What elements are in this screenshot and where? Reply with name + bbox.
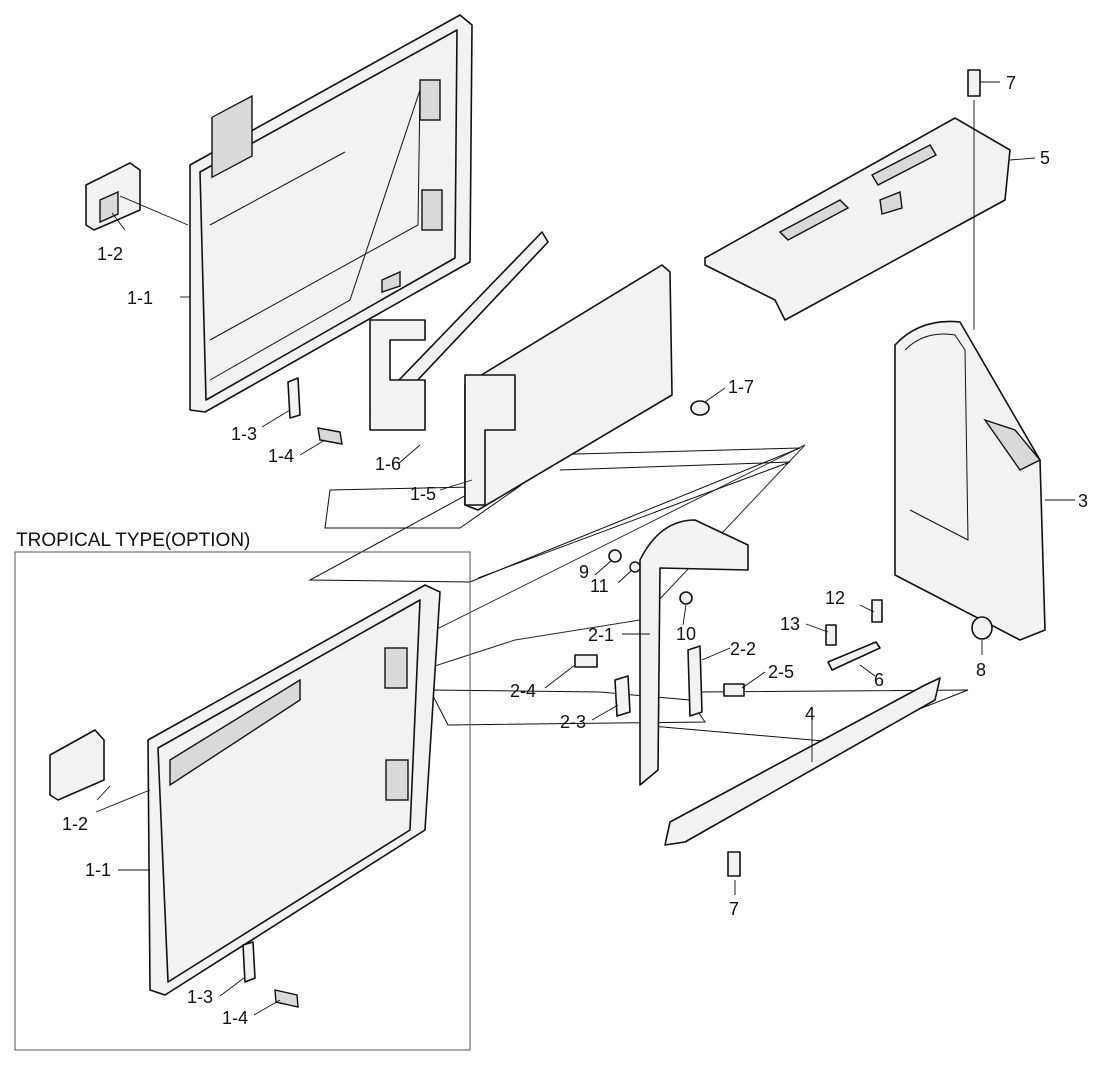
seal-panel-front xyxy=(464,264,673,511)
door-panel-main xyxy=(189,14,473,413)
seal-panel-rear xyxy=(369,231,549,431)
bolt-12 xyxy=(871,599,883,623)
label-1-7: 1-7 xyxy=(728,377,754,397)
label-2-5: 2-5 xyxy=(768,662,794,682)
label-1-4-main: 1-4 xyxy=(268,446,294,466)
label-7-top: 7 xyxy=(1006,73,1016,93)
label-12: 12 xyxy=(825,588,845,608)
label-2-2: 2-2 xyxy=(730,639,756,659)
label-10: 10 xyxy=(676,624,696,644)
label-8: 8 xyxy=(976,660,986,680)
label-1-2-trop: 1-2 xyxy=(62,814,88,834)
bracket-2-3 xyxy=(614,675,631,717)
bush-10 xyxy=(679,591,693,605)
label-6: 6 xyxy=(874,670,884,690)
mounting-plate xyxy=(704,117,1011,321)
leader-lines xyxy=(95,81,1075,1016)
bracket-2-1 xyxy=(639,519,749,786)
label-2-4: 2-4 xyxy=(510,681,536,701)
door-clip-main xyxy=(287,377,343,445)
tropical-type-title: TROPICAL TYPE(OPTION) xyxy=(16,530,250,551)
bolt-9 xyxy=(608,549,622,563)
label-11: 11 xyxy=(590,576,609,596)
bolt-13 xyxy=(825,624,837,646)
bolt-2-4 xyxy=(574,654,598,668)
label-1-3-trop: 1-3 xyxy=(187,987,213,1007)
plug-1-7 xyxy=(690,400,710,416)
label-13: 13 xyxy=(780,614,800,634)
label-1-6: 1-6 xyxy=(375,454,401,474)
label-1-1-trop: 1-1 xyxy=(85,860,111,880)
label-2-3: 2-3 xyxy=(560,712,586,732)
label-2-1: 2-1 xyxy=(588,625,614,645)
label-1-3-main: 1-3 xyxy=(231,424,257,444)
bolt-7-bottom xyxy=(727,851,741,877)
bracket-2-2 xyxy=(687,645,703,717)
cross-bar xyxy=(664,677,941,846)
label-9: 9 xyxy=(579,562,589,582)
washer-11 xyxy=(629,561,641,573)
label-7-bottom: 7 xyxy=(729,899,739,919)
bolt-2-5 xyxy=(723,683,745,697)
door-handle-main xyxy=(85,162,141,231)
label-1-1-main: 1-1 xyxy=(127,288,153,308)
label-1-2-main: 1-2 xyxy=(97,244,123,264)
side-frame xyxy=(894,320,1046,641)
tropical-option-box xyxy=(14,551,471,1051)
bolt-7-top xyxy=(967,69,981,97)
plug-8 xyxy=(971,616,993,640)
label-1-5: 1-5 xyxy=(410,484,436,504)
label-4: 4 xyxy=(805,704,815,724)
label-1-4-trop: 1-4 xyxy=(222,1008,248,1028)
label-5: 5 xyxy=(1040,148,1050,168)
latch xyxy=(827,641,881,671)
label-3: 3 xyxy=(1078,491,1088,511)
